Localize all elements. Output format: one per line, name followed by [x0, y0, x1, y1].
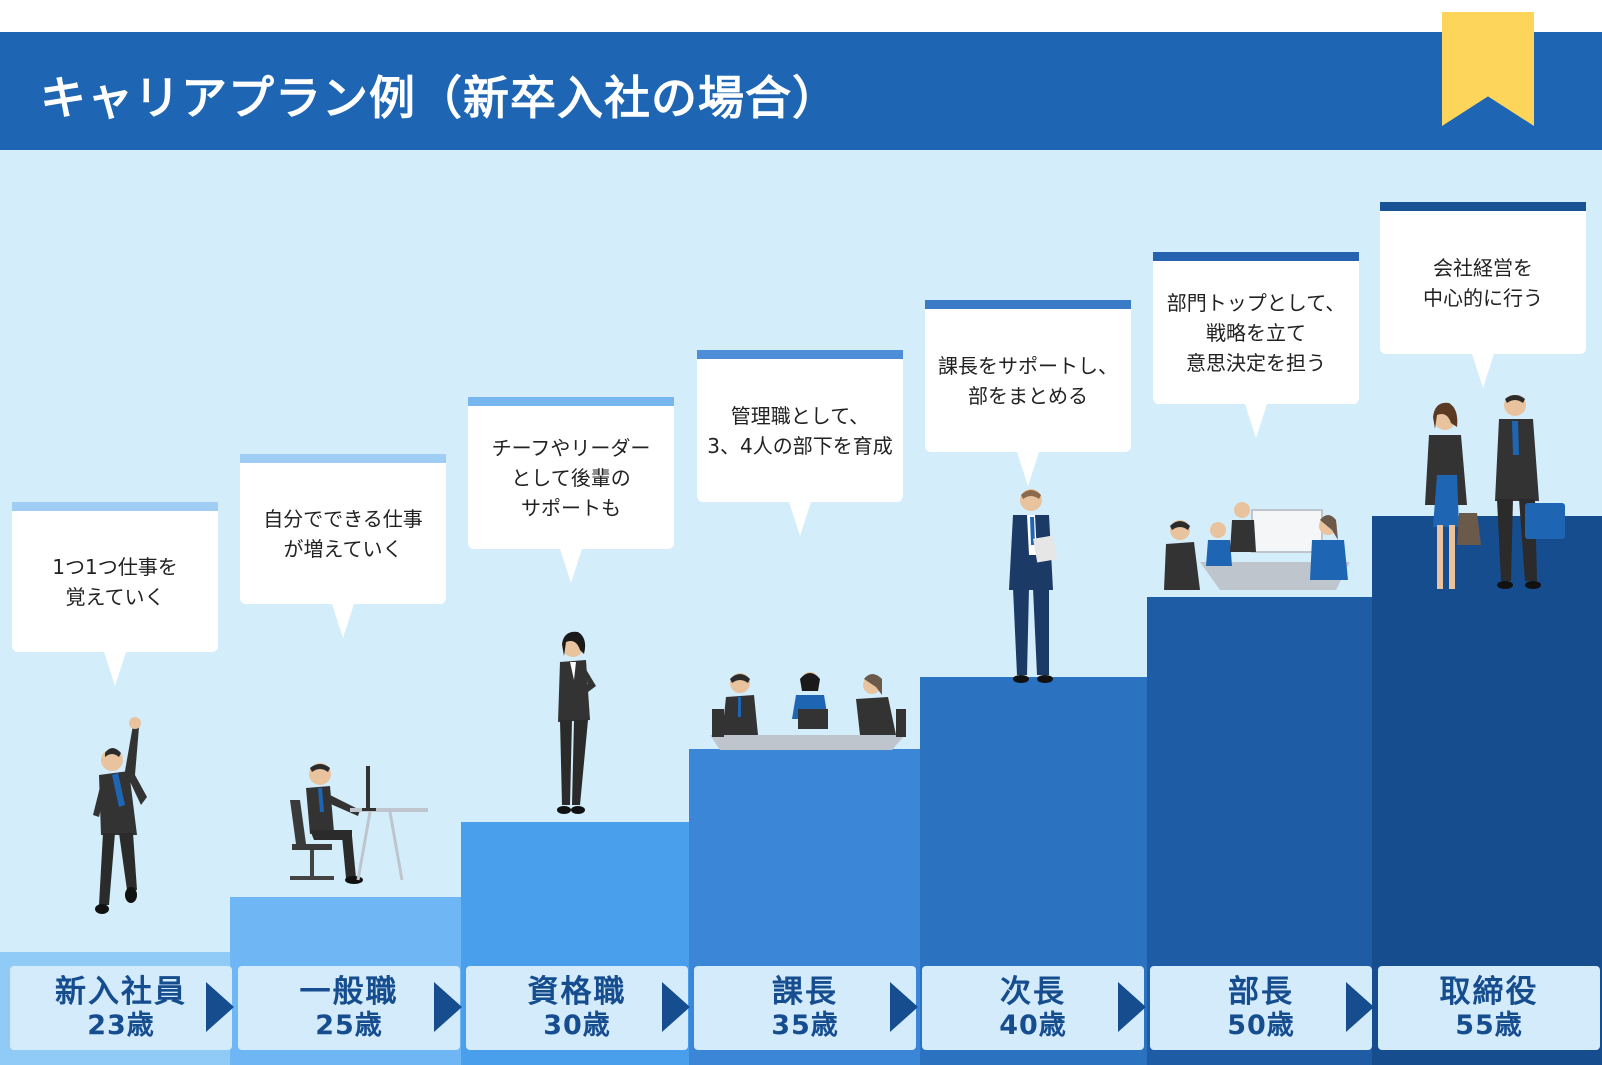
role-age: 40歳 [999, 1010, 1067, 1041]
role-age: 30歳 [543, 1010, 611, 1041]
role-age: 55歳 [1455, 1010, 1523, 1041]
description-bubble-5: 課長をサポートし、 部をまとめる [925, 300, 1131, 486]
role-age: 25歳 [315, 1010, 383, 1041]
role-name: 資格職 [527, 974, 627, 1010]
bubble-text: 自分でできる仕事 が増えていく [263, 506, 423, 561]
page-title: キャリアプラン例（新卒入社の場合） [40, 71, 839, 125]
bubble-text: 1つ1つ仕事を 覚えていく [52, 554, 178, 609]
role-age: 50歳 [1227, 1010, 1295, 1041]
standing-woman-icon [557, 631, 596, 814]
description-bubble-2: 自分でできる仕事 が増えていく [240, 454, 446, 638]
role-name: 課長 [772, 974, 838, 1010]
bubble-text: チーフやリーダー として後輩の サポートも [491, 435, 651, 520]
role-age: 23歳 [87, 1010, 155, 1041]
presenter-icon [1009, 489, 1057, 683]
team-meeting-icon [710, 672, 906, 750]
description-bubble-6: 部門トップとして、 戦略を立て 意思決定を担う [1153, 252, 1359, 438]
bubble-text: 管理職として、 3、4人の部下を育成 [707, 403, 893, 458]
role-name: 一般職 [299, 974, 399, 1010]
jumping-businessman-icon [93, 717, 147, 914]
description-bubble-3: チーフやリーダー として後輩の サポートも [468, 397, 674, 583]
bubble-text: 部門トップとして、 戦略を立て 意思決定を担う [1166, 290, 1346, 375]
strategy-meeting-icon [1164, 502, 1350, 590]
bubble-text: 課長をサポートし、 部をまとめる [938, 353, 1118, 408]
role-name: 新入社員 [55, 974, 187, 1010]
role-name: 取締役 [1439, 974, 1539, 1010]
role-name: 部長 [1228, 974, 1294, 1010]
executives-icon [1425, 395, 1565, 589]
description-bubble-1: 1つ1つ仕事を 覚えていく [12, 502, 218, 686]
role-name: 次長 [1000, 974, 1066, 1010]
description-bubble-4: 管理職として、 3、4人の部下を育成 [697, 350, 903, 536]
role-age: 35歳 [771, 1010, 839, 1041]
description-bubble-7: 会社経営を 中心的に行う [1380, 202, 1586, 388]
desk-worker-icon [290, 763, 428, 884]
bubble-text: 会社経営を 中心的に行う [1423, 255, 1543, 310]
header-banner: キャリアプラン例（新卒入社の場合） [0, 32, 1602, 150]
